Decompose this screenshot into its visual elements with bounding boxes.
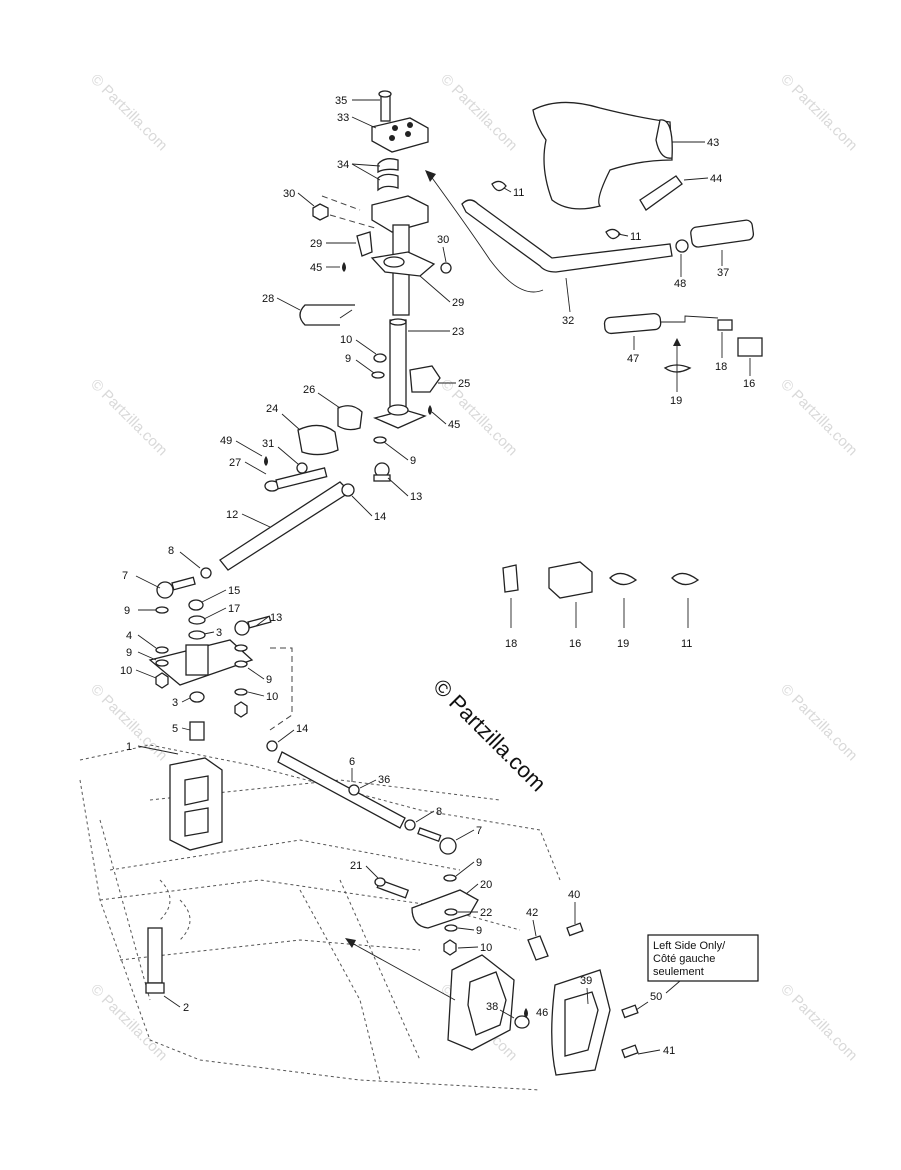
- callout-label: 9: [410, 455, 416, 467]
- callout-label: 37: [717, 267, 729, 279]
- callout-label: 10: [340, 334, 352, 346]
- callout-label: 21: [350, 860, 362, 872]
- callout-label: 27: [229, 457, 241, 469]
- callout-label: 50: [650, 991, 662, 1003]
- callout-label: 8: [168, 545, 174, 557]
- callout-label: 13: [410, 491, 422, 503]
- callout-label: 15: [228, 585, 240, 597]
- callout-label: 22: [480, 907, 492, 919]
- watermark: © Partzilla.com: [777, 376, 860, 459]
- callout-label: 39: [580, 975, 592, 987]
- callout-label: 9: [266, 674, 272, 686]
- pitman-arm-assembly: [148, 599, 293, 741]
- tie-wrap-icon: [671, 572, 700, 628]
- callout-label: 13: [270, 612, 282, 624]
- note-line-3: seulement: [653, 966, 704, 978]
- callout-label: 45: [310, 262, 322, 274]
- callout-label: 3: [172, 697, 178, 709]
- tie-rod-upper: [156, 405, 363, 599]
- callout-label: 44: [710, 173, 722, 185]
- legend-number: 11: [681, 638, 692, 650]
- callout-label: 43: [707, 137, 719, 149]
- callout-label: 36: [378, 774, 390, 786]
- callout-label: 25: [458, 378, 470, 390]
- center-watermark: © Partzilla.com: [428, 674, 551, 797]
- callout-label: 19: [670, 395, 682, 407]
- callout-label: 41: [663, 1045, 675, 1057]
- parts-legend: 18 16 19 11: [502, 561, 700, 650]
- callout-label: 14: [296, 723, 308, 735]
- callout-label: 30: [437, 234, 449, 246]
- chassis-frame: [79, 740, 639, 1091]
- callout-label: 35: [335, 95, 347, 107]
- legend-number: 19: [617, 638, 629, 650]
- callout-label: 47: [627, 353, 639, 365]
- callout-label: 33: [337, 112, 349, 124]
- callout-label: 29: [452, 297, 464, 309]
- callout-label: 6: [349, 756, 355, 768]
- callouts: 35 33 34 30 29 45 30 29 28 10 9 23 25 45…: [120, 95, 755, 1057]
- callout-label: 7: [476, 825, 482, 837]
- callout-label: 23: [452, 326, 464, 338]
- callout-label: 18: [715, 361, 727, 373]
- callout-label: 4: [126, 630, 132, 642]
- callout-label: 11: [630, 231, 641, 243]
- callout-label: 1: [126, 741, 132, 753]
- callout-label: 3: [216, 627, 222, 639]
- connector-icon: [502, 564, 519, 628]
- callout-label: 11: [513, 187, 524, 199]
- callout-label: 28: [262, 293, 274, 305]
- callout-label: 9: [345, 353, 351, 365]
- watermark: © Partzilla.com: [437, 376, 520, 459]
- callout-label: 10: [120, 665, 132, 677]
- callout-label: 38: [486, 1001, 498, 1013]
- watermark: © Partzilla.com: [777, 681, 860, 764]
- callout-label: 10: [480, 942, 492, 954]
- note-line-2: Côté gauche: [653, 953, 715, 965]
- callout-label: 14: [374, 511, 386, 523]
- callout-label: 7: [122, 570, 128, 582]
- callout-label: 40: [568, 889, 580, 901]
- callout-label: 31: [262, 438, 274, 450]
- watermark: © Partzilla.com: [777, 71, 860, 154]
- watermark: © Partzilla.com: [87, 71, 170, 154]
- callout-label: 5: [172, 723, 178, 735]
- callout-label: 29: [310, 238, 322, 250]
- tie-wrap-icon: [609, 572, 638, 628]
- callout-label: 49: [220, 435, 232, 447]
- callout-label: 9: [476, 925, 482, 937]
- legend-number: 16: [569, 638, 581, 650]
- callout-label: 26: [303, 384, 315, 396]
- callout-label: 9: [124, 605, 130, 617]
- callout-label: 48: [674, 278, 686, 290]
- callout-label: 34: [337, 159, 349, 171]
- note-box: Left Side Only/ Côté gauche seulement: [647, 934, 759, 994]
- callout-label: 9: [126, 647, 132, 659]
- handlebar-assembly: [425, 101, 763, 373]
- callout-label: 10: [266, 691, 278, 703]
- watermark: © Partzilla.com: [777, 981, 860, 1064]
- callout-label: 9: [476, 857, 482, 869]
- callout-label: 16: [743, 378, 755, 390]
- callout-label: 32: [562, 315, 574, 327]
- legend-number: 18: [505, 638, 517, 650]
- note-line-1: Left Side Only/: [653, 940, 726, 952]
- callout-label: 12: [226, 509, 238, 521]
- steering-column: [264, 90, 452, 482]
- callout-label: 24: [266, 403, 278, 415]
- callout-label: 42: [526, 907, 538, 919]
- callout-label: 46: [536, 1007, 548, 1019]
- watermark: © Partzilla.com: [437, 71, 520, 154]
- watermark: © Partzilla.com: [87, 376, 170, 459]
- callout-label: 20: [480, 879, 492, 891]
- callout-label: 17: [228, 603, 240, 615]
- housing-icon: [548, 561, 593, 628]
- callout-label: 8: [436, 806, 442, 818]
- callout-label: 45: [448, 419, 460, 431]
- callout-label: 30: [283, 188, 295, 200]
- callout-label: 2: [183, 1002, 189, 1014]
